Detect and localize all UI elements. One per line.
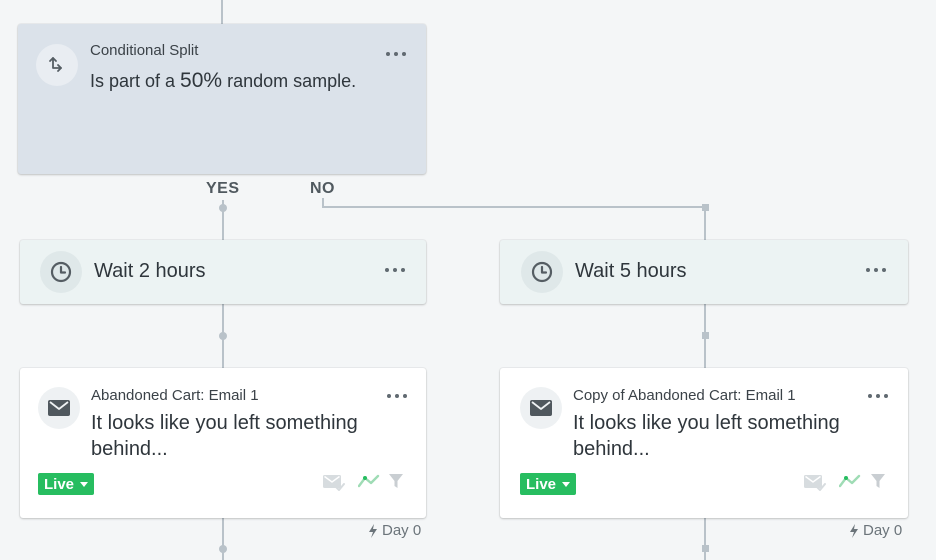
email-more-menu-right[interactable] [868, 394, 888, 400]
email-card-left[interactable]: Abandoned Cart: Email 1 It looks like yo… [20, 368, 426, 518]
day-label-left-text: Day 0 [382, 522, 422, 539]
connector-yes [222, 200, 224, 240]
email-check-icon[interactable] [804, 474, 826, 492]
email-more-menu-left[interactable] [387, 394, 407, 400]
connector-yes-dot [219, 204, 227, 212]
email-icon-circle-right [520, 387, 562, 429]
day-label-right: Day 0 [849, 522, 902, 539]
connector-no-corner [702, 204, 709, 211]
email-title-left: Abandoned Cart: Email 1 [91, 387, 259, 404]
email-body-left-line2: behind... [91, 438, 168, 460]
split-percent: 50% [180, 69, 223, 92]
email-body-right: It looks like you left something behind.… [573, 410, 840, 462]
email-body-right-line1: It looks like you left something [573, 412, 840, 434]
status-badge-left[interactable]: Live [38, 473, 95, 495]
day-label-right-text: Day 0 [863, 522, 903, 539]
split-more-menu[interactable] [386, 52, 406, 58]
connector-no-down [704, 208, 706, 240]
trend-icon[interactable] [358, 474, 380, 488]
wait-label-right: Wait 5 hours [575, 260, 687, 282]
lightning-icon [850, 523, 858, 538]
clock-icon [50, 261, 72, 283]
connector-right-bottom-dot [702, 545, 709, 552]
trend-icon[interactable] [839, 474, 861, 488]
email-title-right: Copy of Abandoned Cart: Email 1 [573, 387, 796, 404]
branch-no-label: NO [310, 180, 335, 197]
wait-more-menu-right[interactable] [866, 268, 886, 274]
email-card-right[interactable]: Copy of Abandoned Cart: Email 1 It looks… [500, 368, 908, 518]
wait-icon-circle-left [40, 251, 82, 293]
split-arrow-icon [49, 57, 62, 72]
split-condition: Is part of a 50% random sample. [90, 68, 356, 94]
connector-no-horizontal [322, 206, 706, 208]
envelope-icon [530, 400, 552, 416]
caret-down-icon [562, 481, 571, 487]
branch-yes-label: YES [206, 180, 240, 197]
wait-icon-circle-right [521, 251, 563, 293]
day-label-left: Day 0 [368, 522, 421, 539]
lightning-icon [369, 523, 377, 538]
email-icon-circle-left [38, 387, 80, 429]
wait-card-right[interactable]: Wait 5 hours [500, 240, 908, 304]
wait-label-left: Wait 2 hours [94, 260, 206, 282]
connector-left-bottom-dot [219, 545, 227, 553]
status-badge-right-label: Live [526, 475, 557, 493]
connector-left-mid-dot [219, 332, 227, 340]
connector-top [221, 0, 223, 24]
status-badge-right[interactable]: Live [520, 473, 577, 495]
status-badge-left-label: Live [44, 475, 75, 493]
conditional-split-card[interactable]: Conditional Split Is part of a 50% rando… [18, 24, 426, 174]
envelope-icon [48, 400, 70, 416]
wait-card-left[interactable]: Wait 2 hours [20, 240, 426, 304]
connector-left-bottom [222, 518, 224, 560]
wait-more-menu-left[interactable] [385, 268, 405, 274]
email-body-left-line1: It looks like you left something [91, 412, 358, 434]
connector-right-bottom [704, 518, 706, 560]
connector-no-stub [322, 198, 324, 208]
connector-right-mid-dot [702, 332, 709, 339]
split-condition-suffix: random sample. [222, 71, 357, 91]
split-icon-circle [36, 44, 78, 86]
caret-down-icon [80, 481, 89, 487]
clock-icon [531, 261, 553, 283]
email-check-icon[interactable] [323, 474, 345, 492]
email-body-left: It looks like you left something behind.… [91, 410, 358, 462]
email-body-right-line2: behind... [573, 438, 650, 460]
split-condition-prefix: Is part of a [90, 71, 181, 91]
filter-icon[interactable] [388, 473, 404, 489]
split-title: Conditional Split [90, 42, 199, 59]
filter-icon[interactable] [870, 473, 886, 489]
